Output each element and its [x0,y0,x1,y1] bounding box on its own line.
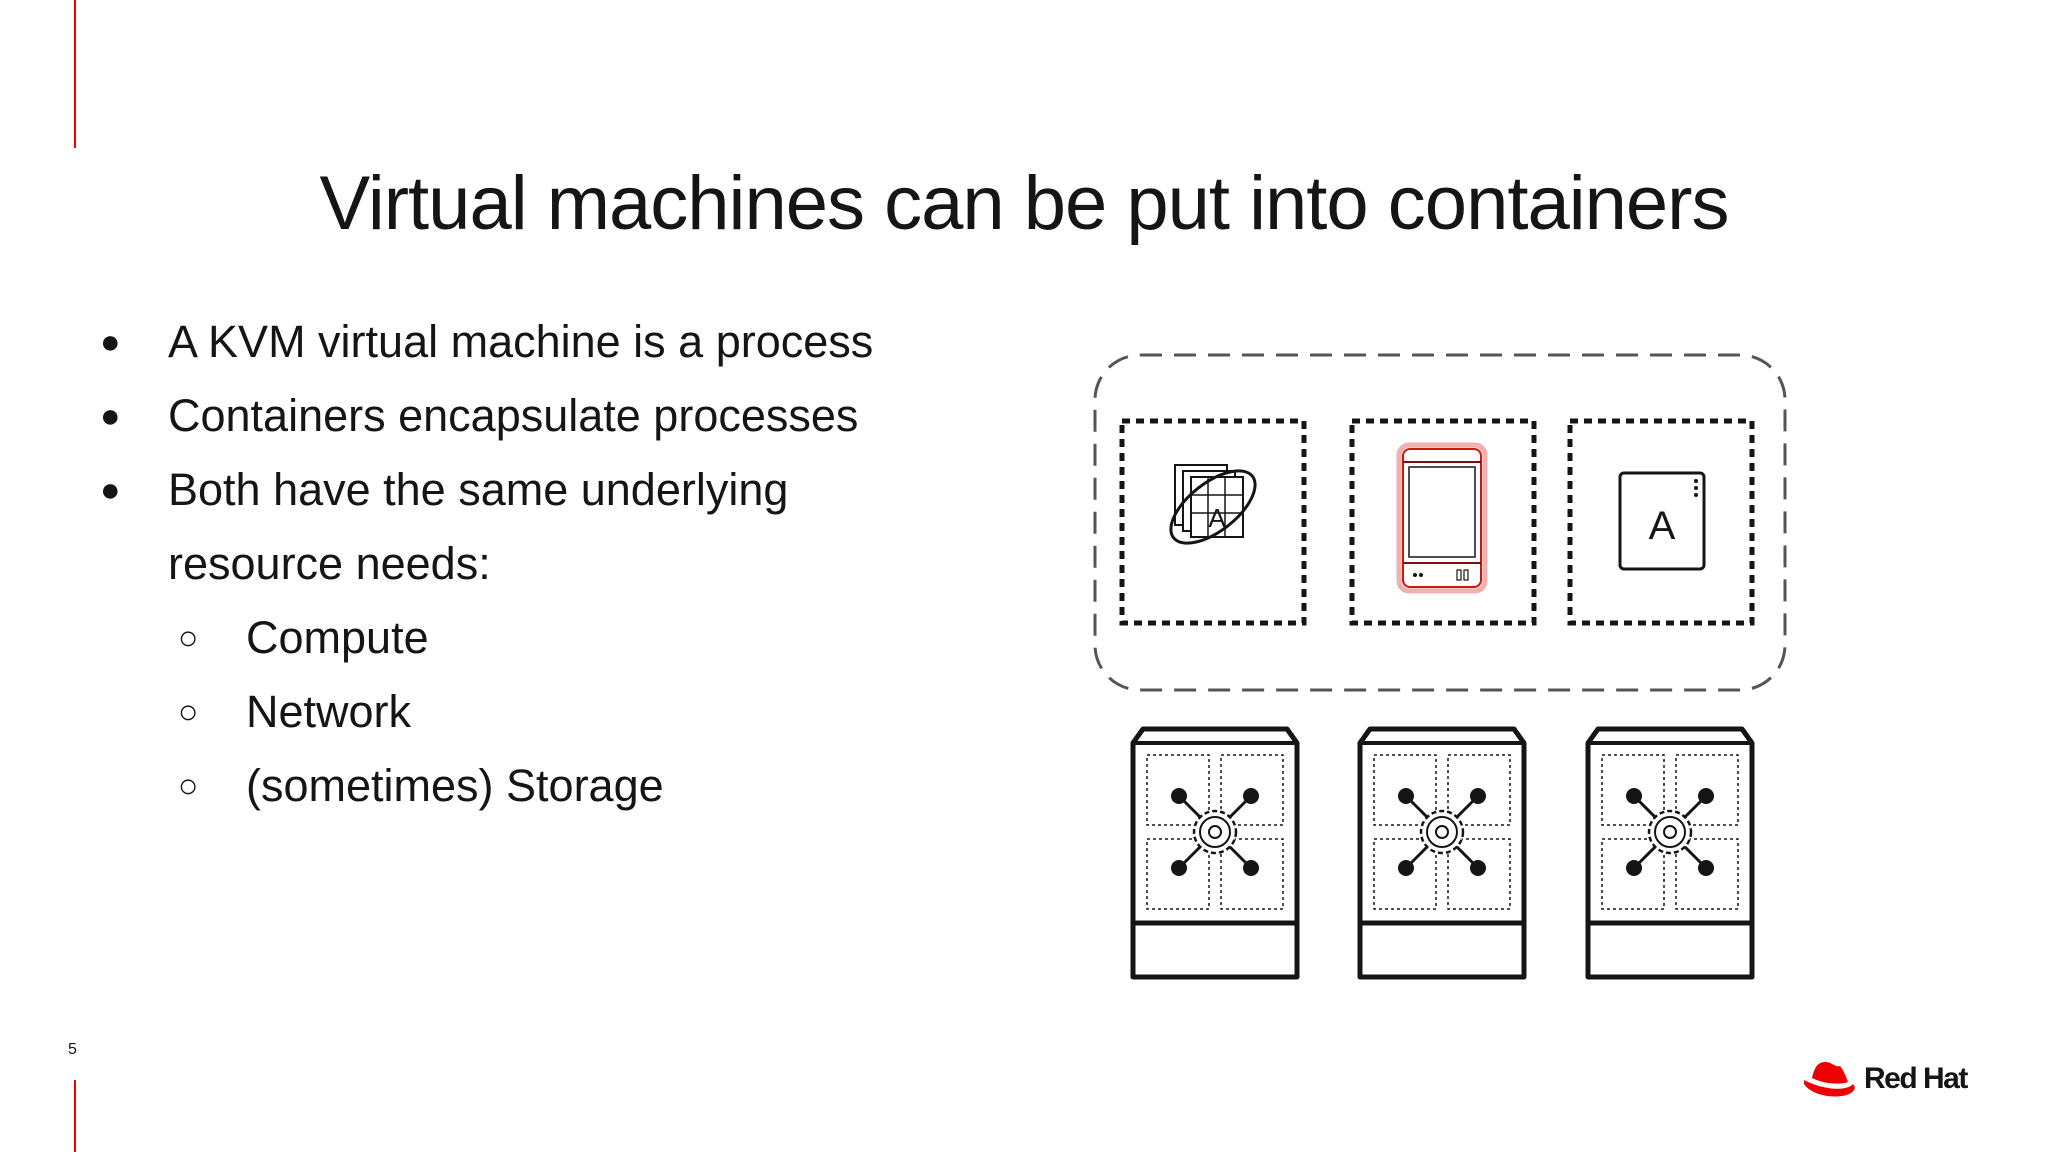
red-hat-logo-icon [1804,1061,1855,1097]
bullet-list: A KVM virtual machine is a process Conta… [100,305,873,823]
sub-bullet-item: Network [100,675,873,749]
node-icon [1360,729,1524,977]
bullet-item-continuation: resource needs: [168,538,491,589]
containers-diagram: A A [1093,353,1787,985]
container-box [1567,418,1755,626]
container-box [1119,418,1307,626]
red-hat-logo: Red Hat [1800,1058,1968,1100]
decorative-red-rule-top [74,0,76,148]
bullet-item: Containers encapsulate processes [100,379,873,453]
node-icon [1133,729,1297,977]
slide-title: Virtual machines can be put into contain… [319,161,1730,246]
decorative-red-rule-bottom [74,1080,76,1152]
bullet-item: A KVM virtual machine is a process [100,305,873,379]
sub-bullet-item: Compute [100,601,873,675]
bullet-item: Both have the same underlying [100,453,873,527]
app-letter: A [1208,503,1226,533]
node-icon [1588,729,1752,977]
pod-boundary [1093,353,1787,692]
virtual-machine-icon: A [1169,464,1257,545]
container-box [1349,418,1537,626]
sub-bullet-item: (sometimes) Storage [100,749,873,823]
app-letter: A [1649,504,1676,548]
application-icon: A [1618,471,1706,571]
server-icon [1396,442,1488,594]
slide-number: 5 [68,1041,77,1058]
brand-name: Red Hat [1864,1062,1968,1095]
